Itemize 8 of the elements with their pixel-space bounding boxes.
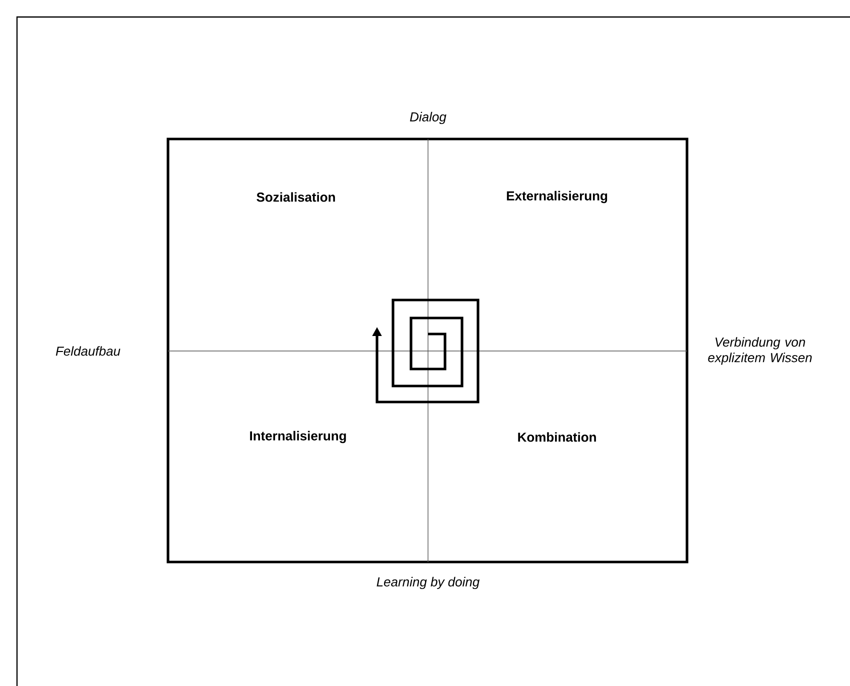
axis-label: Feldaufbau	[56, 346, 120, 356]
axis-label: Dialog	[410, 112, 446, 124]
quadrant-label: Externalisierung	[506, 190, 608, 204]
axis-label: Learning by doing	[376, 576, 480, 590]
quadrant-label: Sozialisation	[256, 192, 335, 202]
quadrant-label: Internalisierung	[250, 430, 346, 444]
quadrant-label: Kombination	[518, 432, 596, 442]
axis-label: Verbindung von explizitem Wissen	[708, 337, 812, 365]
